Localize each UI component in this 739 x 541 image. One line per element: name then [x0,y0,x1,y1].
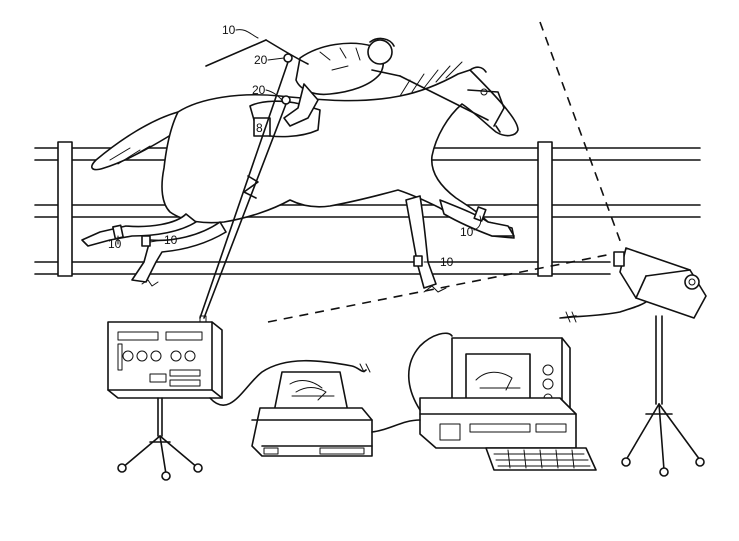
label-sensor-front-leg: 10 [108,237,122,251]
controller-unit [108,316,222,480]
svg-text:8: 8 [256,121,263,135]
video-camera [614,248,706,476]
label-jockey-upper: 20 [254,53,268,67]
label-sensor-front-hoof: 10 [440,255,454,269]
computer [420,338,596,470]
label-sensor-rear-leg-right: 10 [460,225,474,239]
label-sensor-whip: 10 [222,23,236,37]
label-sensor-rear-leg-left: 10 [164,233,178,247]
label-jockey-lower: 20 [252,83,266,97]
ground-marks [142,280,446,292]
printer [252,372,372,456]
